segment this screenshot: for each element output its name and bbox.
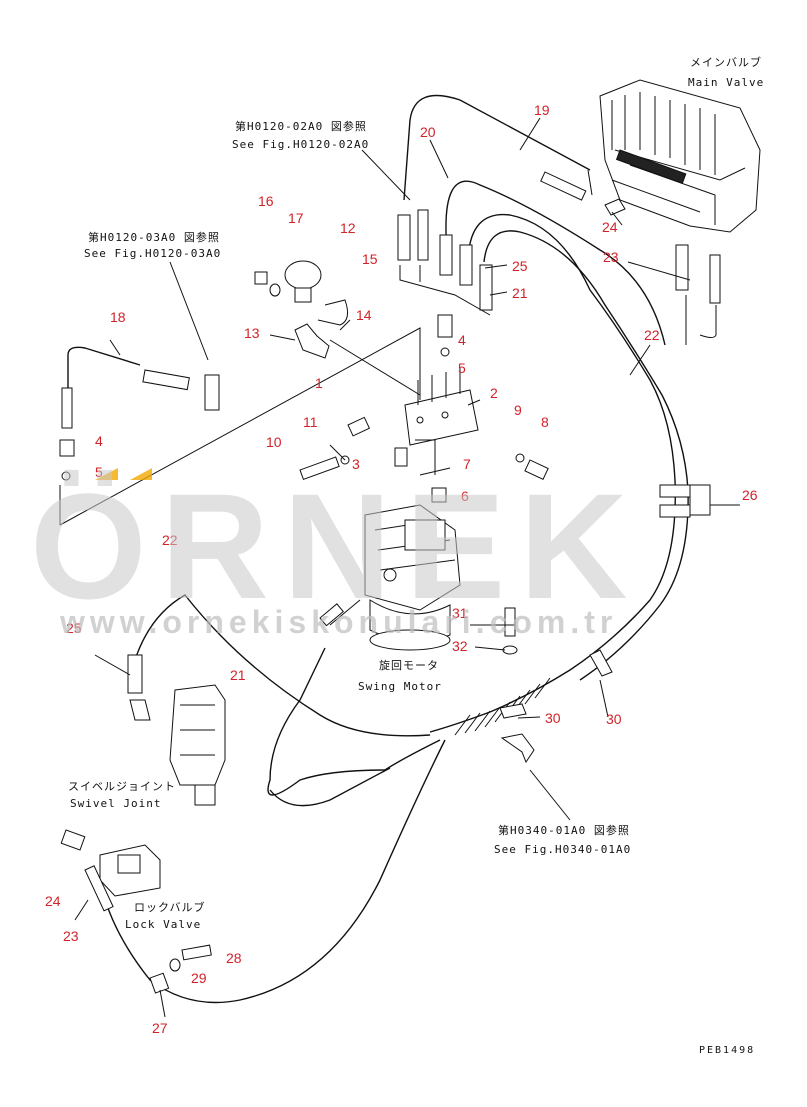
bolt-28-29 xyxy=(149,944,212,994)
clamp-26 xyxy=(659,484,711,518)
callout-19: 19 xyxy=(534,102,550,118)
watermark-brand: ÖRNEK xyxy=(30,462,642,630)
swing-motor xyxy=(319,504,461,651)
ref-h0120-03a0-en: See Fig.H0120-03A0 xyxy=(84,247,221,260)
elbow-13 xyxy=(294,323,330,359)
swivel-joint-label-jp: スイベルジョイント xyxy=(68,780,176,793)
callout-3: 3 xyxy=(352,456,360,472)
callout-24-bottom: 24 xyxy=(45,893,61,909)
hose-19 xyxy=(403,94,591,201)
callout-12: 12 xyxy=(340,220,356,236)
clamp-30 xyxy=(499,649,613,764)
callout-32: 32 xyxy=(452,638,468,654)
callout-14: 14 xyxy=(356,307,372,323)
callout-leaders xyxy=(74,117,740,1018)
hose-20 xyxy=(445,180,666,346)
watermark-url: www.ornekiskonulari.com.tr xyxy=(59,604,617,640)
fitting-23-24 xyxy=(675,244,721,345)
small-parts xyxy=(59,314,549,503)
callout-23-bottom: 23 xyxy=(63,928,79,944)
callout-numbers: 19 20 16 17 12 15 25 21 24 23 13 14 18 4… xyxy=(45,102,758,1036)
bolt-31-32 xyxy=(502,607,518,655)
callout-30-right: 30 xyxy=(606,711,622,727)
swivel-joint-label-en: Swivel Joint xyxy=(70,797,161,810)
watermark-dots-icon xyxy=(95,468,152,480)
hose-22-upper xyxy=(429,213,689,733)
main-valve xyxy=(599,79,761,233)
callout-25-top: 25 xyxy=(512,258,528,274)
main-valve-label-en: Main Valve xyxy=(688,76,764,89)
lock-valve-label-en: Lock Valve xyxy=(125,918,201,931)
callout-1: 1 xyxy=(315,375,323,391)
callout-11: 11 xyxy=(303,414,318,430)
callout-21-top: 21 xyxy=(512,285,528,301)
callout-24-top: 24 xyxy=(602,219,618,235)
callout-30-left: 30 xyxy=(545,710,561,726)
callout-5-left: 5 xyxy=(95,464,103,480)
callout-17: 17 xyxy=(288,210,304,226)
callout-9: 9 xyxy=(514,402,522,418)
hose-21 xyxy=(267,647,441,807)
u-bolt-15 xyxy=(317,299,349,326)
callout-13: 13 xyxy=(244,325,260,341)
fitting-column xyxy=(397,209,493,316)
callout-10: 10 xyxy=(266,434,282,450)
callout-5-mid: 5 xyxy=(458,360,466,376)
valve-block-2 xyxy=(404,368,479,446)
callout-21-left: 21 xyxy=(230,667,246,683)
lock-valve xyxy=(60,829,161,912)
callout-23-top: 23 xyxy=(603,249,619,265)
ref-h0120-02a0-jp: 第H0120-02A0 図参照 xyxy=(235,119,367,133)
callout-31: 31 xyxy=(452,605,468,621)
callout-4-left: 4 xyxy=(95,433,103,449)
callout-7: 7 xyxy=(463,456,471,472)
callout-22-left: 22 xyxy=(162,532,178,548)
callout-15: 15 xyxy=(362,251,378,267)
ref-h0120-03a0-jp: 第H0120-03A0 図参照 xyxy=(88,230,220,244)
lock-valve-label-jp: ロックバルブ xyxy=(134,900,205,914)
callout-4-mid: 4 xyxy=(458,332,466,348)
swing-motor-label-en: Swing Motor xyxy=(358,680,442,693)
main-valve-label-jp: メインバルブ xyxy=(690,55,762,69)
callout-6: 6 xyxy=(461,488,469,504)
hose-lock-valve xyxy=(99,739,446,1004)
nut-16-17 xyxy=(254,271,281,297)
callout-27: 27 xyxy=(152,1020,168,1036)
drawing-code: PEB1498 xyxy=(699,1045,755,1056)
ref-h0340-01a0-jp: 第H0340-01A0 図参照 xyxy=(498,823,630,837)
callout-18: 18 xyxy=(110,309,126,325)
ref-h0340-01a0-en: See Fig.H0340-01A0 xyxy=(494,843,631,856)
swing-motor-label-jp: 旋回モータ xyxy=(379,658,439,672)
callout-20: 20 xyxy=(420,124,436,140)
callout-29: 29 xyxy=(191,970,207,986)
callout-26: 26 xyxy=(742,487,758,503)
callout-25-left: 25 xyxy=(66,620,82,636)
callout-16: 16 xyxy=(258,193,274,209)
hose-18 xyxy=(67,346,141,390)
callout-8: 8 xyxy=(541,414,549,430)
ref-h0120-02a0-en: See Fig.H0120-02A0 xyxy=(232,138,369,151)
watermark: ÖRNEK www.ornekiskonulari.com.tr xyxy=(30,462,642,640)
swivel-joint xyxy=(127,654,226,806)
callout-2: 2 xyxy=(490,385,498,401)
callout-28: 28 xyxy=(226,950,242,966)
callout-22-right: 22 xyxy=(644,327,660,343)
accumulator-12 xyxy=(284,260,322,303)
hose-22-lower xyxy=(134,594,431,737)
